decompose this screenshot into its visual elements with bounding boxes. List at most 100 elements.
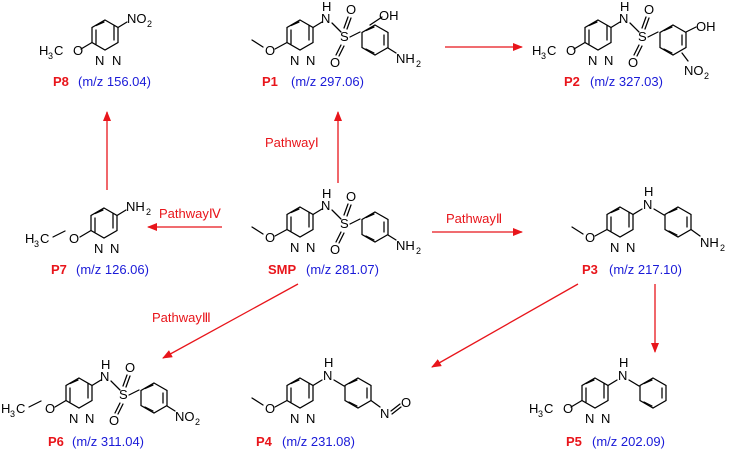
svg-text:2: 2 [147, 19, 152, 29]
p5-name: P5 [566, 434, 582, 449]
svg-text:3: 3 [48, 51, 53, 61]
svg-text:O: O [346, 189, 356, 204]
svg-text:2: 2 [416, 59, 421, 69]
svg-text:N: N [85, 411, 94, 426]
svg-text:O: O [125, 360, 135, 375]
svg-text:H: H [25, 231, 34, 246]
svg-text:N: N [290, 411, 299, 426]
svg-text:O: O [265, 230, 275, 245]
svg-text:C: C [16, 401, 25, 416]
svg-text:N: N [100, 369, 109, 384]
p1-name: P1 [262, 74, 278, 89]
svg-text:S: S [340, 29, 349, 44]
svg-text:O: O [265, 401, 275, 416]
svg-text:N: N [321, 11, 330, 26]
svg-text:NH: NH [396, 238, 415, 253]
svg-text:O: O [401, 395, 411, 410]
svg-text:C: C [54, 43, 63, 58]
svg-text:3: 3 [538, 409, 543, 419]
svg-text:N: N [306, 411, 315, 426]
svg-text:N: N [601, 411, 610, 426]
svg-text:3: 3 [541, 51, 546, 61]
svg-text:N: N [290, 53, 299, 68]
svg-text:H: H [529, 401, 538, 416]
svg-text:H: H [1, 401, 10, 416]
p3-mz: (m/z 217.10) [609, 262, 682, 277]
svg-text:OH: OH [696, 19, 716, 34]
svg-text:N: N [112, 53, 121, 68]
svg-text:S: S [340, 216, 349, 231]
pathway-iii-label: PathwayⅢ [152, 310, 211, 325]
svg-text:O: O [330, 55, 340, 70]
arrow-smp-to-p6 [162, 283, 299, 359]
svg-text:N: N [619, 11, 628, 26]
svg-text:NO: NO [175, 409, 195, 424]
svg-text:N: N [110, 241, 119, 256]
pathway-ii-label: PathwayⅡ [446, 211, 502, 226]
svg-text:C: C [40, 231, 49, 246]
svg-text:S: S [638, 29, 647, 44]
svg-text:O: O [265, 43, 275, 58]
svg-text:H: H [324, 355, 333, 370]
svg-text:N: N [610, 240, 619, 255]
smp-mz: (m/z 281.07) [306, 262, 379, 277]
svg-text:3: 3 [10, 409, 15, 419]
p1-mz: (m/z 297.06) [291, 74, 364, 89]
svg-text:H: H [322, 186, 331, 201]
svg-text:N: N [380, 406, 389, 421]
svg-text:O: O [644, 2, 654, 17]
svg-text:OH: OH [379, 8, 399, 23]
svg-text:NH: NH [126, 199, 145, 214]
reaction-arrows [103, 43, 659, 368]
svg-text:NO: NO [127, 11, 147, 26]
svg-text:H: H [532, 43, 541, 58]
svg-text:2: 2 [195, 417, 200, 427]
svg-text:NO: NO [684, 63, 704, 78]
svg-text:N: N [95, 53, 104, 68]
p8-name: P8 [53, 74, 69, 89]
svg-text:C: C [547, 43, 556, 58]
svg-text:H: H [644, 184, 653, 199]
svg-text:NH: NH [396, 51, 415, 66]
svg-text:O: O [45, 401, 55, 416]
svg-text:C: C [544, 401, 553, 416]
svg-text:N: N [321, 198, 330, 213]
pathway-i-label: PathwayⅠ [265, 135, 319, 150]
svg-text:O: O [628, 55, 638, 70]
svg-text:H: H [101, 357, 110, 372]
p7-name: P7 [51, 262, 67, 277]
pathway-iv-label: PathwayⅣ [159, 206, 221, 221]
svg-text:O: O [346, 2, 356, 17]
svg-text:N: N [643, 197, 652, 212]
svg-text:2: 2 [720, 243, 725, 253]
svg-text:N: N [618, 368, 627, 383]
arrow-p3-to-p4 [431, 283, 579, 368]
svg-text:O: O [69, 231, 79, 246]
p4-name: P4 [256, 434, 273, 449]
svg-text:H: H [322, 0, 331, 14]
p6-name: P6 [48, 434, 64, 449]
svg-text:N: N [94, 241, 103, 256]
svg-text:H: H [619, 355, 628, 370]
svg-text:2: 2 [146, 207, 151, 217]
svg-text:2: 2 [704, 71, 709, 81]
svg-text:O: O [73, 43, 83, 58]
p5-mz: (m/z 202.09) [592, 434, 665, 449]
svg-text:N: N [626, 240, 635, 255]
svg-text:O: O [585, 230, 595, 245]
svg-text:N: N [69, 411, 78, 426]
svg-text:N: N [306, 240, 315, 255]
p4-mz: (m/z 231.08) [282, 434, 355, 449]
svg-text:H: H [620, 0, 629, 14]
svg-text:O: O [330, 242, 340, 257]
p2-name: P2 [564, 74, 580, 89]
svg-text:N: N [290, 240, 299, 255]
